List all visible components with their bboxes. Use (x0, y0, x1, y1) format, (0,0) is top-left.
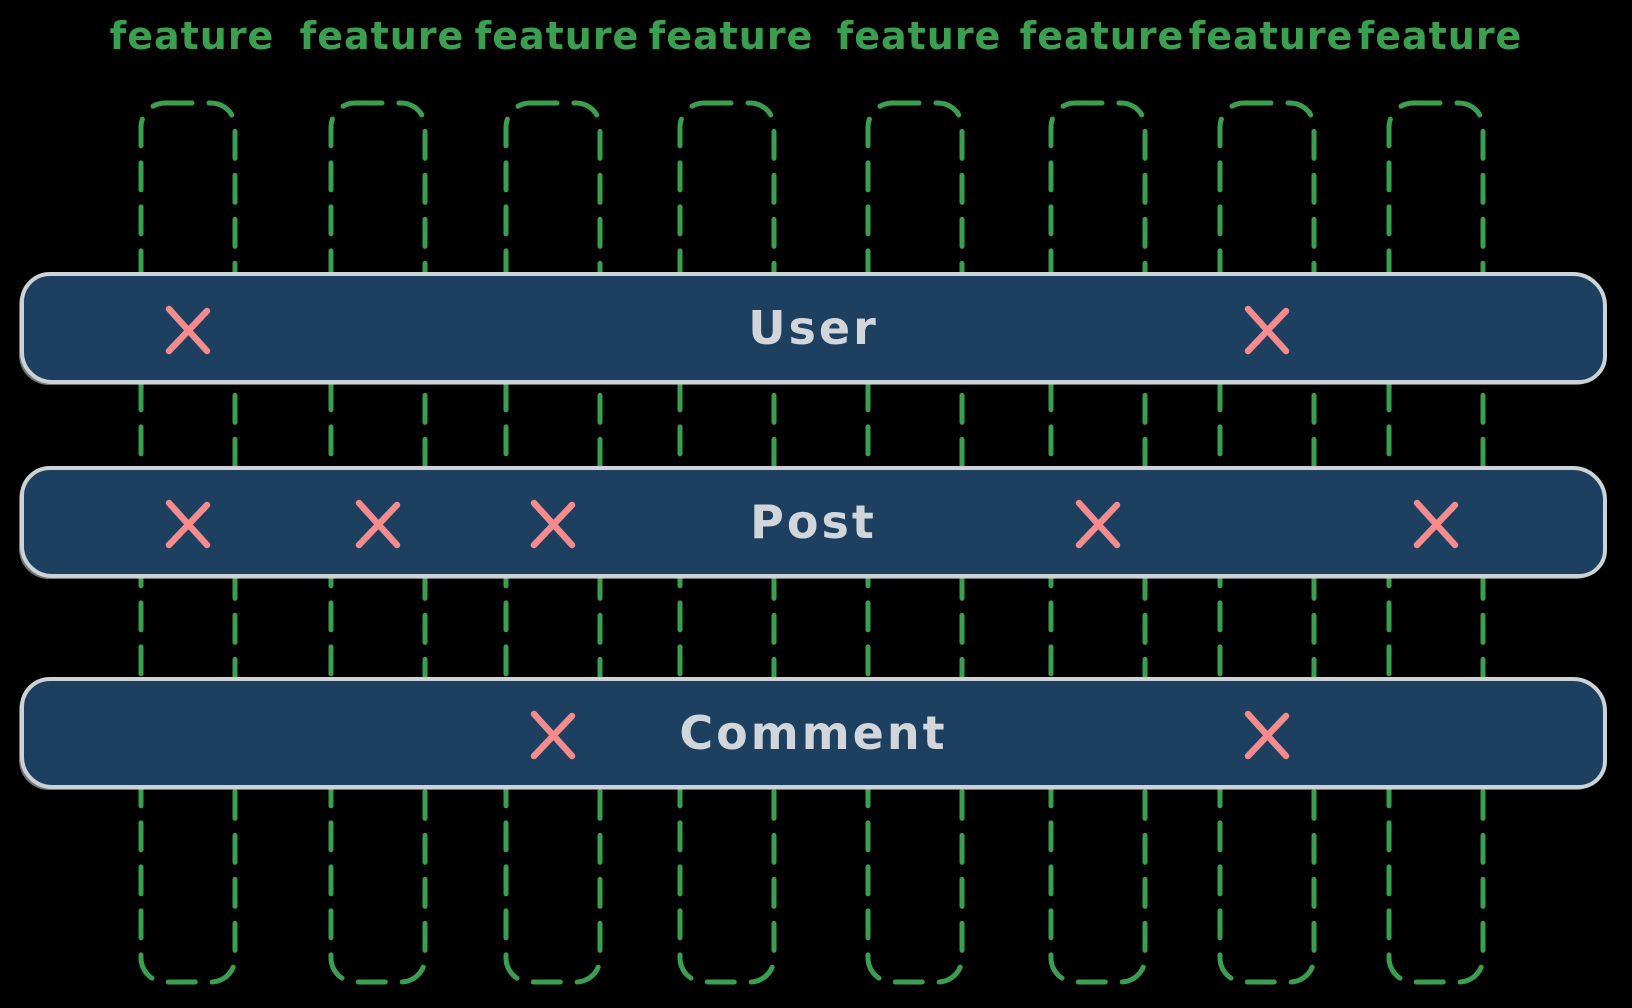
entity-name-comment: Comment (679, 706, 948, 760)
feature-label-6: feature (1019, 14, 1185, 58)
feature-label-1: feature (109, 14, 275, 58)
entity-row-user: User (20, 272, 1607, 384)
entity-row-comment: Comment (20, 677, 1607, 789)
feature-label-7: feature (1188, 14, 1354, 58)
x-mark-icon (1237, 705, 1297, 765)
x-mark-icon (523, 705, 583, 765)
feature-label-4: feature (648, 14, 814, 58)
x-mark-icon (1237, 300, 1297, 360)
feature-label-8: feature (1357, 14, 1523, 58)
entity-row-post: Post (20, 466, 1607, 578)
x-mark-icon (1406, 494, 1466, 554)
feature-label-3: feature (474, 14, 640, 58)
x-mark-icon (1068, 494, 1128, 554)
x-mark-icon (523, 494, 583, 554)
feature-label-5: feature (836, 14, 1002, 58)
x-mark-icon (348, 494, 408, 554)
feature-label-2: feature (299, 14, 465, 58)
x-mark-icon (158, 494, 218, 554)
x-mark-icon (158, 300, 218, 360)
entity-name-post: Post (750, 495, 877, 549)
entity-name-user: User (748, 301, 879, 355)
